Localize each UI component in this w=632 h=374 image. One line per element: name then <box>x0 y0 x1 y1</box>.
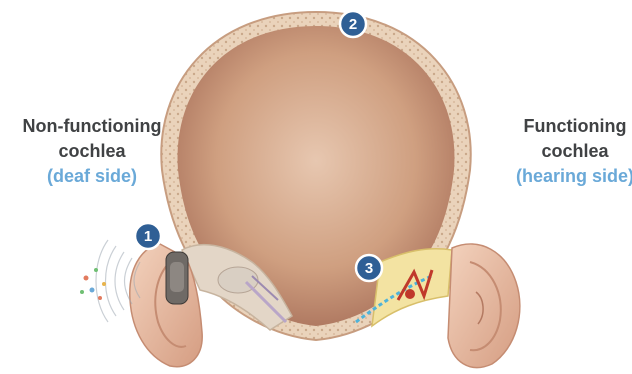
marker-1: 1 <box>135 223 161 249</box>
marker-3: 3 <box>356 255 382 281</box>
left-label-line2: cochlea <box>6 139 178 164</box>
right-cochlea-label: Functioning cochlea (hearing side) <box>500 114 632 189</box>
marker-3-number: 3 <box>365 260 373 277</box>
left-label-line1: Non-functioning <box>6 114 178 139</box>
marker-2-number: 2 <box>349 16 357 33</box>
marker-1-number: 1 <box>144 228 152 245</box>
right-label-line1: Functioning <box>500 114 632 139</box>
right-label-side: (hearing side) <box>500 164 632 189</box>
right-ear <box>448 244 520 368</box>
marker-2: 2 <box>340 11 366 37</box>
left-label-side: (deaf side) <box>6 164 178 189</box>
sound-particles <box>80 268 106 300</box>
left-cochlea-label: Non-functioning cochlea (deaf side) <box>6 114 178 189</box>
hearing-device <box>166 252 188 304</box>
right-label-line2: cochlea <box>500 139 632 164</box>
